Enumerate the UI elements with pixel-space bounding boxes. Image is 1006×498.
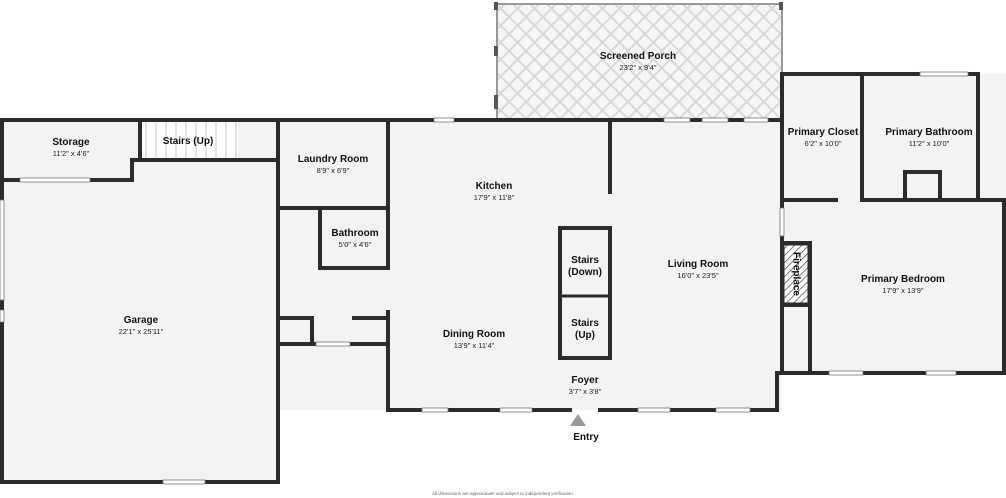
screened-porch-dim: 23'2" x 9'4" <box>620 63 657 72</box>
windows <box>0 71 969 485</box>
storage-name: Storage <box>52 137 90 148</box>
stairs-up-top-name: Stairs (Up) <box>163 136 214 147</box>
entry-arrow-icon <box>570 414 586 426</box>
living-room-dim: 16'0" x 23'5" <box>677 271 718 280</box>
kitchen-name: Kitchen <box>476 181 513 192</box>
dining-room-name: Dining Room <box>443 329 505 340</box>
bathroom-name: Bathroom <box>331 228 378 239</box>
storage-dim: 11'2" x 4'6" <box>53 149 90 158</box>
primary-closet-dim: 6'2" x 10'0" <box>805 139 842 148</box>
primary-bedroom-name: Primary Bedroom <box>861 274 945 285</box>
foyer-name: Foyer <box>571 375 598 386</box>
garage-dim: 22'1" x 25'11" <box>119 327 164 336</box>
kitchen-dim: 17'9" x 11'8" <box>474 193 515 202</box>
main-floor <box>278 120 782 410</box>
stairs-up-center-line2: (Up) <box>575 330 595 341</box>
porch-floor <box>497 4 782 120</box>
dining-room-dim: 13'9" x 11'4" <box>454 341 495 350</box>
primary-suite-floor <box>782 74 1006 373</box>
bathroom-dim: 5'0" x 4'6" <box>339 240 372 249</box>
foyer-dim: 3'7" x 3'8" <box>569 387 602 396</box>
entry-label: Entry <box>573 432 599 443</box>
stairs-down-line2: (Down) <box>568 267 602 278</box>
floor-fills <box>2 4 1006 482</box>
laundry-dim: 8'9" x 6'9" <box>317 166 350 175</box>
porch-screen <box>494 2 783 118</box>
room-labels: Screened Porch 23'2" x 9'4" Storage 11'2… <box>52 51 972 396</box>
screened-porch-name: Screened Porch <box>600 51 676 62</box>
laundry-name: Laundry Room <box>298 154 369 165</box>
primary-bathroom-dim: 11'2" x 10'0" <box>909 139 950 148</box>
dimensions-footnote: All dimensions are approximate and subje… <box>432 491 574 496</box>
fireplace-label: Fireplace <box>790 252 801 296</box>
primary-bathroom-name: Primary Bathroom <box>885 127 972 138</box>
stairs-up-center-line1: Stairs <box>571 318 599 329</box>
garage-floor <box>2 120 278 482</box>
garage-name: Garage <box>124 315 159 326</box>
stairs-up-floor <box>142 122 238 158</box>
primary-closet-name: Primary Closet <box>788 127 859 138</box>
stair-treads <box>145 122 237 158</box>
stairs-down-line1: Stairs <box>571 255 599 266</box>
primary-bedroom-dim: 17'9" x 13'9" <box>882 286 923 295</box>
living-room-name: Living Room <box>668 259 729 270</box>
fireplace-hatch <box>783 244 809 304</box>
